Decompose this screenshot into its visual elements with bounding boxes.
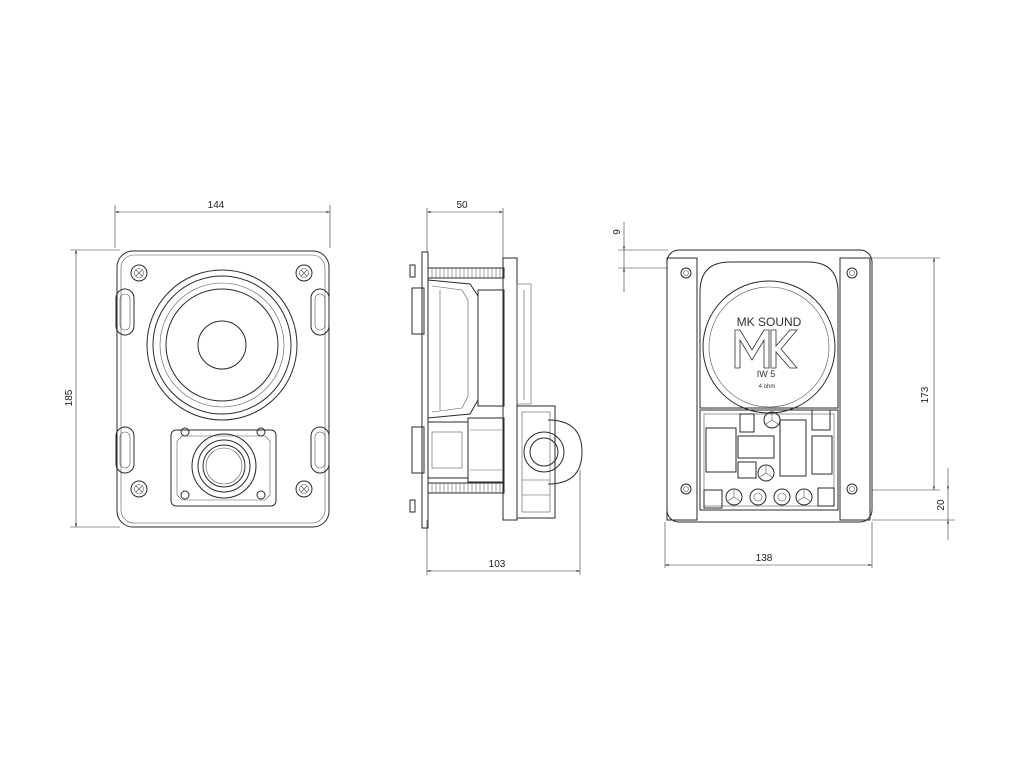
side-threaded-rod-top — [427, 267, 505, 279]
rear-top-offset-label: 9 — [612, 229, 623, 235]
side-depth-bottom-dimension: 103 — [426, 470, 581, 575]
rear-rail-right — [839, 257, 871, 521]
side-threaded-rod-bottom — [427, 482, 505, 494]
side-woofer-basket — [427, 279, 479, 419]
side-view: 50 103 — [409, 200, 583, 575]
rear-width-dimension: 138 — [664, 522, 873, 568]
rear-top-offset-dimension: 9 — [612, 222, 668, 292]
front-frame-inner — [120, 254, 326, 524]
rear-width-label: 138 — [756, 553, 773, 564]
side-depth-top-dimension: 50 — [426, 200, 504, 258]
rear-bottom-offset-dimension: 20 — [872, 468, 955, 540]
rear-terminal-2-icon — [749, 488, 767, 506]
rear-terminal-3-icon — [773, 488, 791, 506]
brand-logo-text: MK SOUND — [737, 315, 802, 329]
front-width-label: 144 — [208, 200, 225, 211]
rear-height-label: 173 — [920, 386, 931, 403]
rear-terminal-4-icon — [795, 488, 813, 506]
side-rear-plate — [502, 257, 518, 521]
side-terminal-block — [516, 405, 556, 519]
rear-component-star-top-icon — [763, 411, 781, 429]
rear-height-dimension: 173 — [872, 257, 940, 491]
front-screw-top-left-icon — [130, 264, 148, 282]
front-slot-left-bottom — [115, 426, 135, 474]
rear-view: 138 173 20 9 — [612, 222, 955, 568]
brand-logo-mark — [734, 329, 798, 369]
front-slot-right-top — [310, 288, 330, 336]
front-woofer — [146, 269, 298, 421]
front-screw-bottom-right-icon — [295, 480, 313, 498]
front-slot-right-bottom — [310, 426, 330, 474]
side-baffle — [421, 251, 429, 529]
front-tweeter — [170, 427, 277, 507]
impedance-label: 4 ohm — [759, 384, 776, 390]
rear-component-star-mid-icon — [757, 464, 775, 482]
front-height-label: 185 — [64, 389, 75, 406]
front-screw-top-right-icon — [295, 264, 313, 282]
front-height-dimension: 185 — [64, 249, 120, 528]
front-width-dimension: 144 — [114, 200, 331, 248]
front-view: 144 185 — [64, 200, 331, 528]
front-screw-bottom-left-icon — [130, 480, 148, 498]
side-depth-bottom-label: 103 — [489, 559, 506, 570]
rear-bottom-offset-label: 20 — [936, 499, 947, 511]
rear-crossover-board — [699, 409, 839, 511]
model-label: IW 5 — [757, 369, 776, 379]
front-frame — [116, 250, 330, 528]
front-slot-left-top — [115, 288, 135, 336]
rear-terminal-1-icon — [725, 488, 743, 506]
side-depth-top-label: 50 — [456, 200, 468, 211]
rear-rail-left — [666, 257, 698, 521]
side-connector-knob — [523, 419, 583, 485]
